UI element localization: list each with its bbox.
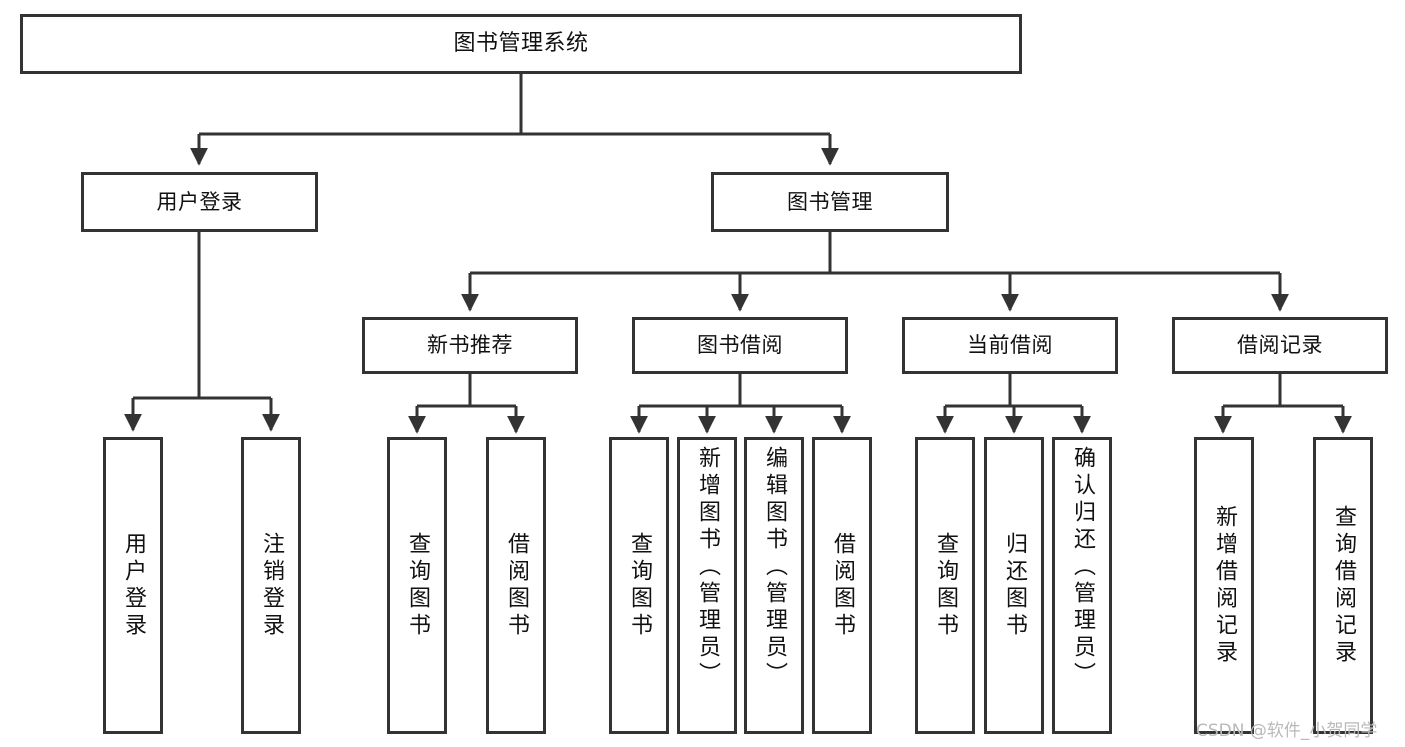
node-new-book-recommendation[interactable]: 新书推荐 (362, 317, 578, 374)
node-label: 新增图书（管理员） (695, 446, 720, 689)
leaf-query-books-borrow[interactable]: 查询图书 (609, 437, 669, 734)
leaf-query-books-current[interactable]: 查询图书 (915, 437, 975, 734)
leaf-borrow-books-new[interactable]: 借阅图书 (486, 437, 546, 734)
node-book-borrowing[interactable]: 图书借阅 (632, 317, 848, 374)
node-label: 编辑图书（管理员） (762, 446, 787, 689)
node-label: 用户登录 (121, 531, 146, 640)
node-root-book-management-system[interactable]: 图书管理系统 (20, 14, 1022, 74)
leaf-confirm-return-admin[interactable]: 确认归还（管理员） (1052, 437, 1112, 734)
leaf-edit-book-admin[interactable]: 编辑图书（管理员） (744, 437, 804, 734)
node-label: 查询借阅记录 (1331, 504, 1356, 667)
node-borrow-records[interactable]: 借阅记录 (1172, 317, 1388, 374)
node-label: 注销登录 (259, 531, 284, 640)
watermark: CSDN @软件_小贺同学 (1196, 721, 1378, 741)
leaf-user-login[interactable]: 用户登录 (103, 437, 163, 734)
node-label: 查询图书 (933, 531, 958, 640)
node-label: 新书推荐 (427, 333, 513, 358)
node-label: 图书管理系统 (453, 31, 589, 57)
leaf-query-books-new[interactable]: 查询图书 (387, 437, 447, 734)
node-current-borrowing[interactable]: 当前借阅 (902, 317, 1118, 374)
node-label: 借阅图书 (830, 531, 855, 640)
node-label: 归还图书 (1002, 531, 1027, 640)
node-label: 借阅记录 (1237, 333, 1323, 358)
node-label: 新增借阅记录 (1212, 504, 1237, 667)
node-label: 查询图书 (627, 531, 652, 640)
node-label: 用户登录 (156, 189, 243, 214)
node-user-login[interactable]: 用户登录 (81, 172, 318, 232)
node-label: 图书借阅 (697, 333, 783, 358)
node-label: 当前借阅 (967, 333, 1053, 358)
node-label: 确认归还（管理员） (1070, 446, 1095, 689)
leaf-logout[interactable]: 注销登录 (241, 437, 301, 734)
leaf-add-borrow-record[interactable]: 新增借阅记录 (1194, 437, 1254, 734)
node-label: 图书管理 (787, 189, 873, 214)
node-label: 借阅图书 (504, 531, 529, 640)
node-label: 查询图书 (405, 531, 430, 640)
node-book-management[interactable]: 图书管理 (711, 172, 949, 232)
leaf-borrow-books[interactable]: 借阅图书 (812, 437, 872, 734)
leaf-add-book-admin[interactable]: 新增图书（管理员） (677, 437, 737, 734)
leaf-return-books[interactable]: 归还图书 (984, 437, 1044, 734)
leaf-query-borrow-record[interactable]: 查询借阅记录 (1313, 437, 1373, 734)
